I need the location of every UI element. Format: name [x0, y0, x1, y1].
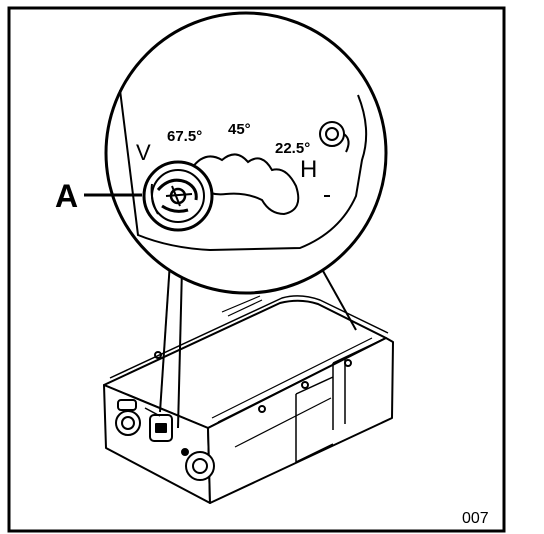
angle-slot — [190, 153, 300, 216]
unit-top-face — [103, 299, 387, 429]
scale-label-22-5: 22.5° — [275, 140, 310, 157]
adjustment-knob — [142, 160, 214, 232]
bracket-plate — [119, 89, 368, 252]
cd-changer-unit — [103, 295, 394, 504]
scale-label-45: 45° — [228, 121, 251, 138]
scale-label-horizontal: H — [300, 156, 317, 183]
callout-label-a: A — [55, 178, 78, 214]
front-connector-right — [181, 448, 215, 481]
front-connector-left — [115, 399, 141, 436]
scale-label-vertical: V — [136, 140, 151, 165]
detail-magnifier — [104, 11, 388, 295]
locating-pin — [319, 121, 350, 153]
scale-label-67-5: 67.5° — [167, 128, 202, 145]
magazine-panel — [295, 337, 387, 430]
magnifier-leader-lines — [159, 261, 357, 429]
figure-number: 007 — [462, 510, 489, 527]
